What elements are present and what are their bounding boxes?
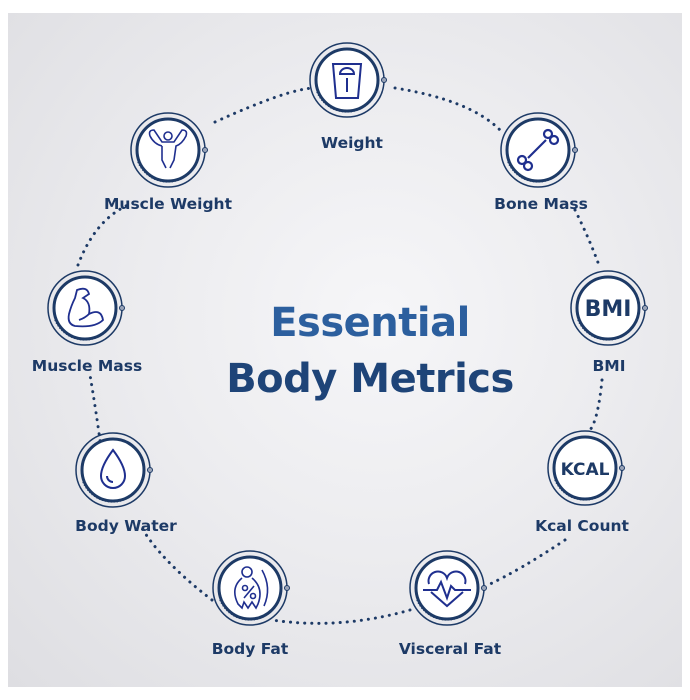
metric-node-muscle-weight [128, 110, 208, 190]
water-drop-icon [99, 448, 127, 489]
bone-icon [516, 128, 560, 172]
flexed-arm-icon [67, 287, 104, 328]
metric-node-visceral-fat [407, 548, 487, 628]
metric-label-body-fat: Body Fat [211, 640, 289, 658]
scale-icon [331, 63, 363, 99]
metric-node-kcal-count: KCAL [545, 428, 625, 508]
metric-node-body-fat [210, 548, 290, 628]
metric-node-body-water [73, 430, 153, 510]
metric-node-muscle-mass [45, 268, 125, 348]
body-fat-icon [234, 566, 269, 610]
metric-label-weight: Weight [321, 134, 383, 152]
metric-node-weight [307, 40, 387, 120]
heartbeat-icon [423, 570, 471, 608]
metric-label-muscle-mass: Muscle Mass [31, 357, 143, 375]
metric-label-bmi: BMI [592, 357, 626, 375]
metric-label-bone-mass: Bone Mass [494, 195, 588, 213]
metric-label-kcal-count: Kcal Count [535, 517, 629, 535]
background-panel [8, 13, 682, 687]
kcal-text-icon: KCAL [561, 460, 610, 480]
metric-node-bmi: BMI [568, 268, 648, 348]
metric-node-bone-mass [498, 110, 578, 190]
title-line-1: Essential [270, 300, 470, 346]
title-line-2: Body Metrics [226, 356, 514, 402]
metric-label-visceral-fat: Visceral Fat [398, 640, 502, 658]
metric-label-muscle-weight: Muscle Weight [103, 195, 233, 213]
metric-label-body-water: Body Water [75, 517, 177, 535]
bmi-text-icon: BMI [585, 297, 632, 322]
bodybuilder-icon [148, 129, 188, 169]
